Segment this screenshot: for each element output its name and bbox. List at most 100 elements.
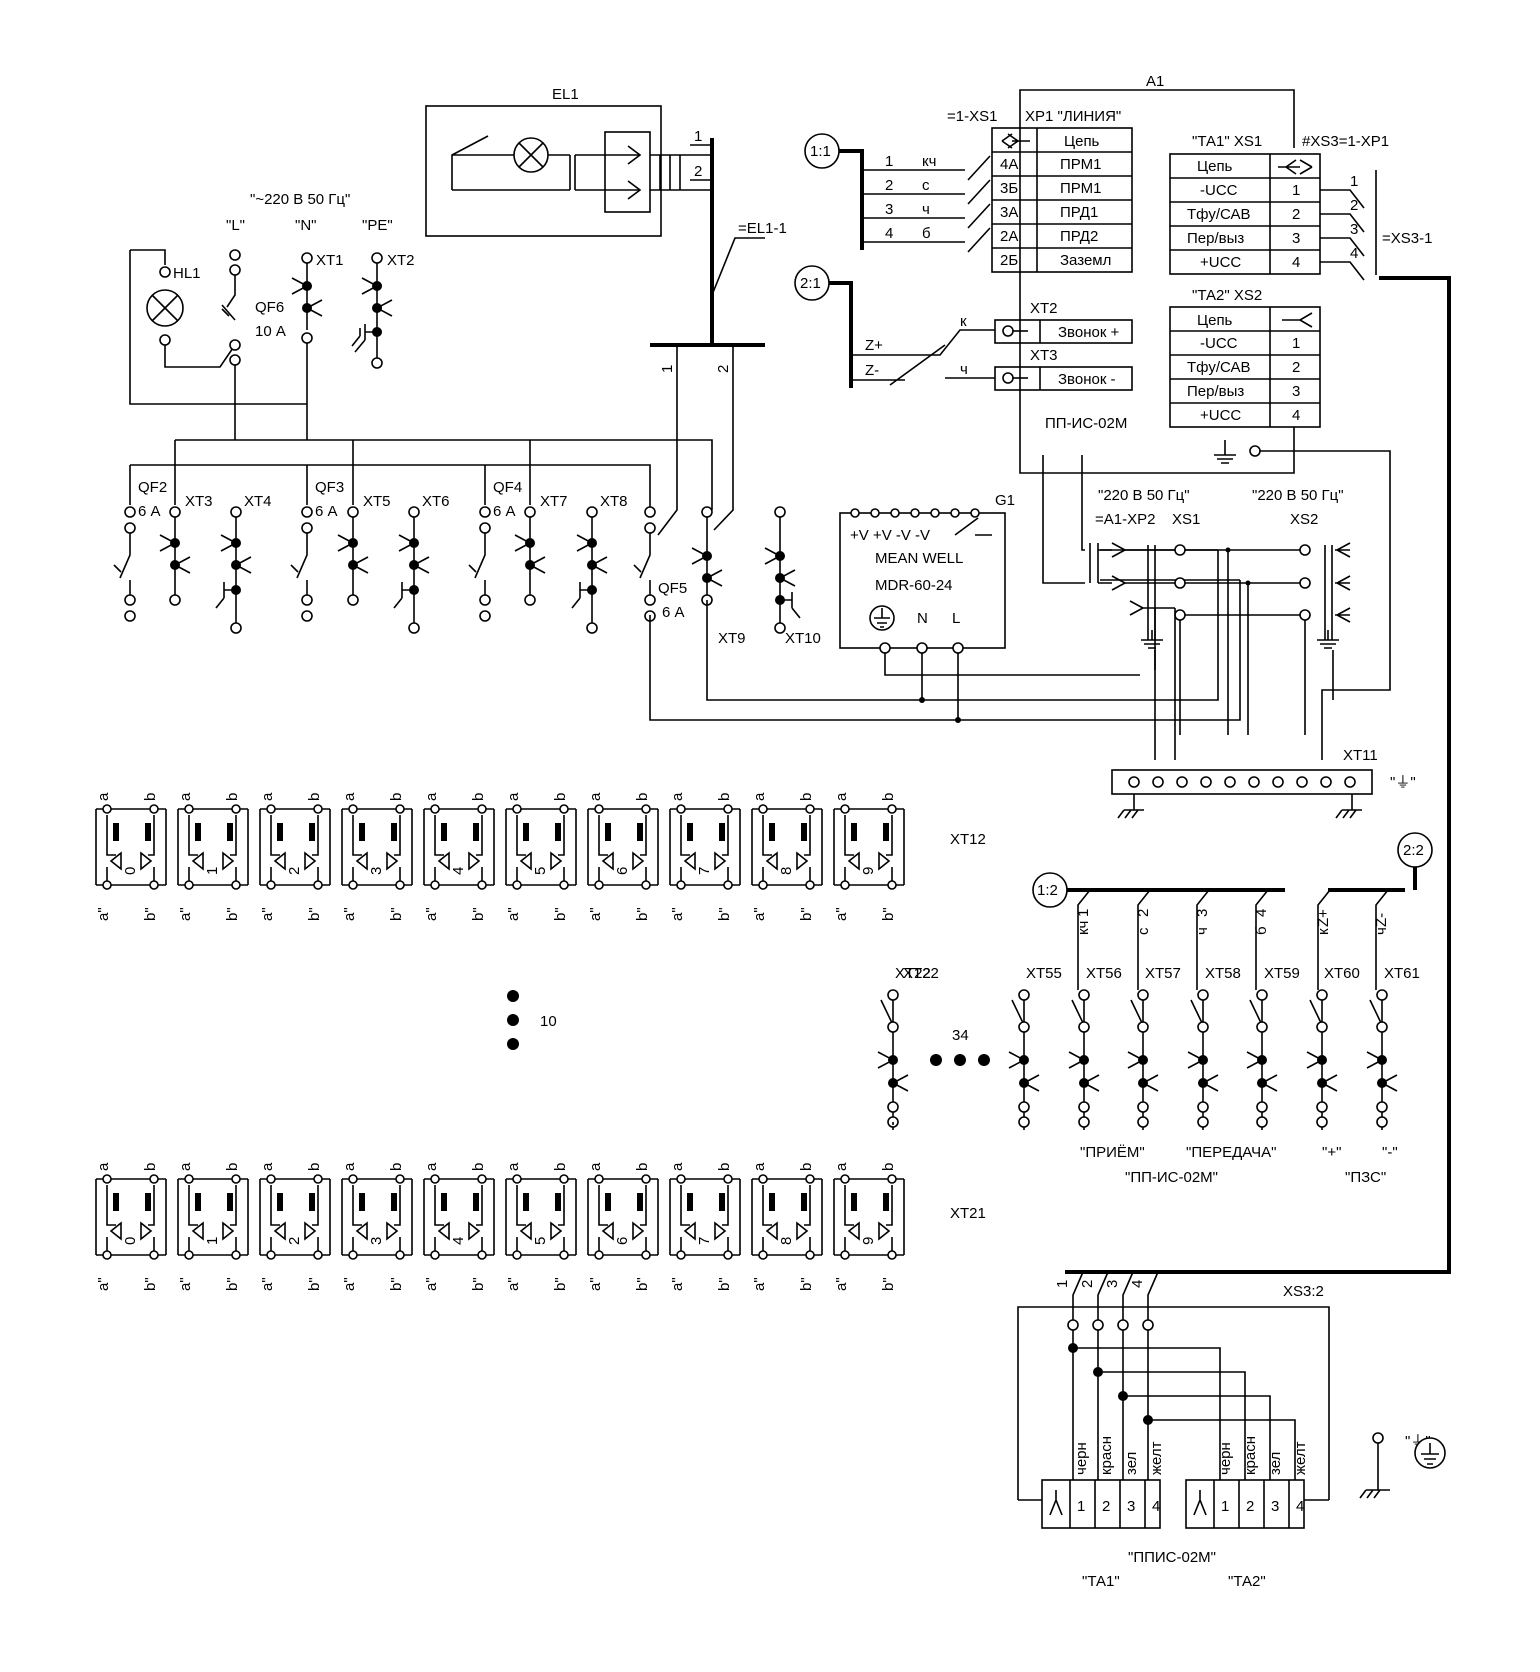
strip-top-a: a bbox=[587, 1162, 604, 1171]
connector-pin: 2 bbox=[1246, 1498, 1254, 1515]
strip-bottom-b: b" bbox=[142, 1277, 159, 1291]
bus-wire-id: Z+ bbox=[1315, 909, 1332, 927]
pp-is-q: "ПП-ИС-02М" bbox=[1125, 1169, 1218, 1186]
strip-bottom-a: a" bbox=[669, 907, 686, 921]
ta-pin: 2 bbox=[1292, 359, 1300, 376]
xt3b-label: XT3 bbox=[1030, 347, 1058, 364]
contact-pin bbox=[277, 1193, 283, 1211]
ta-circuit: +UCC bbox=[1200, 254, 1241, 271]
qf5-rating: 6 А bbox=[662, 604, 685, 621]
a1-label: A1 bbox=[1146, 73, 1164, 90]
strip-digit: 9 bbox=[860, 867, 877, 875]
ta-pin: 4 bbox=[1292, 254, 1300, 271]
psu-l: L bbox=[952, 610, 960, 627]
wire-color: черн bbox=[1217, 1442, 1234, 1475]
contact-pin bbox=[769, 823, 775, 841]
ta1-header: Цепь bbox=[1197, 158, 1233, 175]
strip-digit: 6 bbox=[614, 867, 631, 875]
minus-label: "-" bbox=[1382, 1144, 1398, 1161]
xs3-pin: 4 bbox=[1350, 245, 1358, 262]
qf-rating: 6 А bbox=[138, 503, 161, 520]
psu-model: MDR-60-24 bbox=[875, 577, 953, 594]
bus-wire-id: 1 bbox=[1075, 909, 1092, 917]
ta-circuit: +UCC bbox=[1200, 407, 1241, 424]
xt-label: XT57 bbox=[1145, 965, 1181, 982]
bus-tap1: 1 bbox=[659, 365, 676, 373]
connector-pin: 4 bbox=[1296, 1498, 1304, 1515]
strip-top-a: a bbox=[587, 792, 604, 801]
strip-digit: 7 bbox=[696, 867, 713, 875]
xs2-label: XS2 bbox=[1290, 511, 1318, 528]
qf-label: QF3 bbox=[315, 479, 344, 496]
ta-circuit: Пер/выз bbox=[1187, 383, 1244, 400]
qf-label: QF2 bbox=[138, 479, 167, 496]
xs32-label: XS3:2 bbox=[1283, 1283, 1324, 1300]
strip-bottom-a: a" bbox=[505, 907, 522, 921]
contact-pin bbox=[605, 823, 611, 841]
bus-wire-tag: б bbox=[1253, 926, 1270, 935]
strip-bottom-b: b" bbox=[716, 907, 733, 921]
strip-top-a: a bbox=[423, 1162, 440, 1171]
supply-section: "~220 В 50 Гц" "L" "N" "PE" HL1 QF6 10 А… bbox=[129, 191, 415, 440]
xp1-contact: 2Б bbox=[1000, 252, 1018, 269]
contact-pin bbox=[719, 1193, 725, 1211]
xp1-contact: 3А bbox=[1000, 204, 1018, 221]
el1-pin1: 1 bbox=[694, 128, 702, 145]
g1-label: G1 bbox=[995, 492, 1015, 509]
contact-pin bbox=[555, 823, 561, 841]
strip-bottom-b: b" bbox=[716, 1277, 733, 1291]
strip-top-b: b bbox=[142, 793, 159, 801]
connector-pin: 1 bbox=[1221, 1498, 1229, 1515]
connector-pin: 2 bbox=[1102, 1498, 1110, 1515]
contact-pin bbox=[391, 1193, 397, 1211]
bus-wire-tag: ч bbox=[1373, 927, 1390, 935]
pzs-label: "ПЗС" bbox=[1345, 1169, 1386, 1186]
strip-top-a: a bbox=[341, 1162, 358, 1171]
bus-wire-tag: ч bbox=[1194, 927, 1211, 935]
strip-top-b: b bbox=[798, 1163, 815, 1171]
strip-top-b: b bbox=[306, 793, 323, 801]
ppis-label: "ППИС-02М" bbox=[1128, 1549, 1216, 1566]
strip-bottom-b: b" bbox=[798, 907, 815, 921]
contact-pin bbox=[473, 823, 479, 841]
wire-color: желт bbox=[1148, 1441, 1165, 1475]
strip-bottom-b: b" bbox=[470, 1277, 487, 1291]
plus-label: "+" bbox=[1322, 1144, 1341, 1161]
bus-wire-tag: с bbox=[1135, 927, 1152, 935]
contact-pin bbox=[523, 823, 529, 841]
strip-top-a: a bbox=[423, 792, 440, 801]
strip-bottom-a: a" bbox=[177, 907, 194, 921]
xp1-circuit: ПРМ1 bbox=[1060, 156, 1101, 173]
strip-bottom-b: b" bbox=[470, 907, 487, 921]
line-wire-number: 3 bbox=[885, 201, 893, 218]
ta-circuit: -UCC bbox=[1200, 182, 1238, 199]
xt-label: XT5 bbox=[363, 493, 391, 510]
ta-circuit: Тфу/САВ bbox=[1187, 206, 1251, 223]
contact-pin bbox=[441, 823, 447, 841]
circle-1-2: 1:2 bbox=[1037, 882, 1058, 899]
circle-2-2: 2:2 bbox=[1403, 842, 1424, 859]
strip-digit: 3 bbox=[368, 1237, 385, 1245]
strip-bottom-a: a" bbox=[341, 907, 358, 921]
ta1-title: "ТА1" XS1 bbox=[1192, 133, 1262, 150]
ta-pin: 1 bbox=[1292, 182, 1300, 199]
strip-top-a: a bbox=[95, 792, 112, 801]
strip-top-b: b bbox=[224, 1163, 241, 1171]
strip-bottom-b: b" bbox=[306, 1277, 323, 1291]
ground-sign: "⏚" bbox=[1390, 774, 1416, 791]
xt21-label: XT21 bbox=[950, 1205, 986, 1222]
strip-top-a: a bbox=[751, 1162, 768, 1171]
distribution bbox=[129, 439, 713, 510]
xs1-label: XS1 bbox=[1172, 511, 1200, 528]
strip-top-b: b bbox=[388, 793, 405, 801]
strip-top-a: a bbox=[177, 1162, 194, 1171]
xs3-net: #XS3=1-XP1 bbox=[1302, 133, 1389, 150]
line-wire-color: с bbox=[922, 177, 930, 194]
circle-2-1: 2:1 bbox=[800, 275, 821, 292]
strip-top-b: b bbox=[306, 1163, 323, 1171]
strip-bottom-b: b" bbox=[388, 1277, 405, 1291]
strip-bottom-b: b" bbox=[634, 907, 651, 921]
